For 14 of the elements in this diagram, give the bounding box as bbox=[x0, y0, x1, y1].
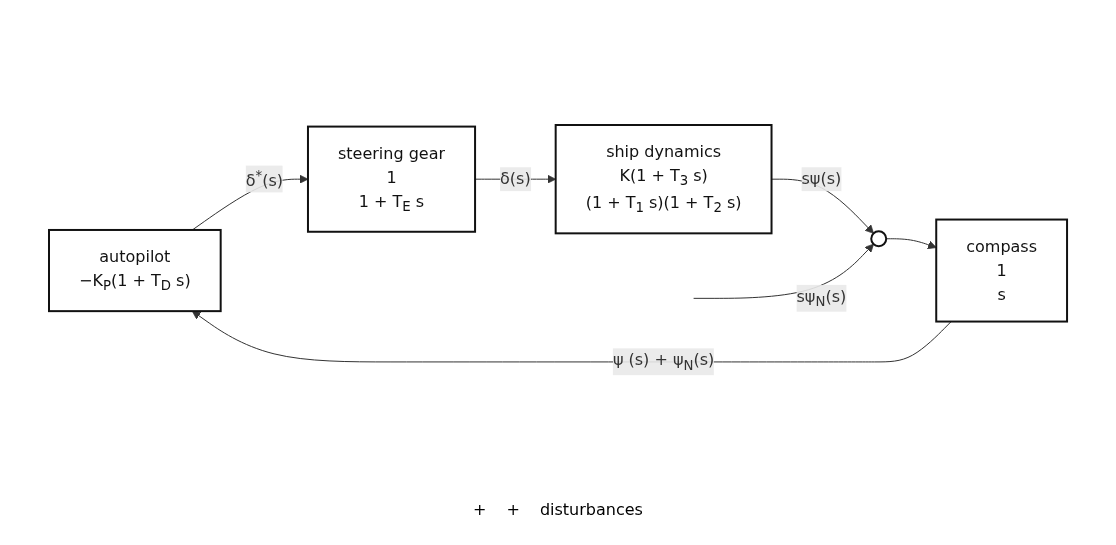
node-box: steering gear 1 1 + T$_{E}$ s bbox=[306, 125, 477, 233]
edge-label: δ$^{*}$(s) bbox=[245, 167, 283, 190]
node-box: compass 1 s bbox=[935, 218, 1068, 323]
edge-label: sψ(s) bbox=[801, 168, 842, 188]
edge-label: sψ$_{N}$(s) bbox=[796, 286, 847, 309]
node-box: ship dynamics K(1 + T$_{3}$ s) (1 + T$_{1}$ s)(1 + T$_{2}$ s) bbox=[554, 123, 773, 235]
node-caption: disturbances bbox=[539, 500, 643, 519]
node-circle bbox=[870, 230, 888, 247]
arrow bbox=[885, 238, 937, 249]
sign-label: + bbox=[506, 500, 520, 519]
edge-label: δ(s) bbox=[500, 168, 531, 188]
sign-label: + bbox=[473, 500, 487, 519]
node-box: autopilot −K$_{P}$(1 + T$_{D}$ s) bbox=[47, 228, 222, 312]
edge-label: ψ (s) + ψ$_{N}$(s) bbox=[612, 350, 715, 373]
